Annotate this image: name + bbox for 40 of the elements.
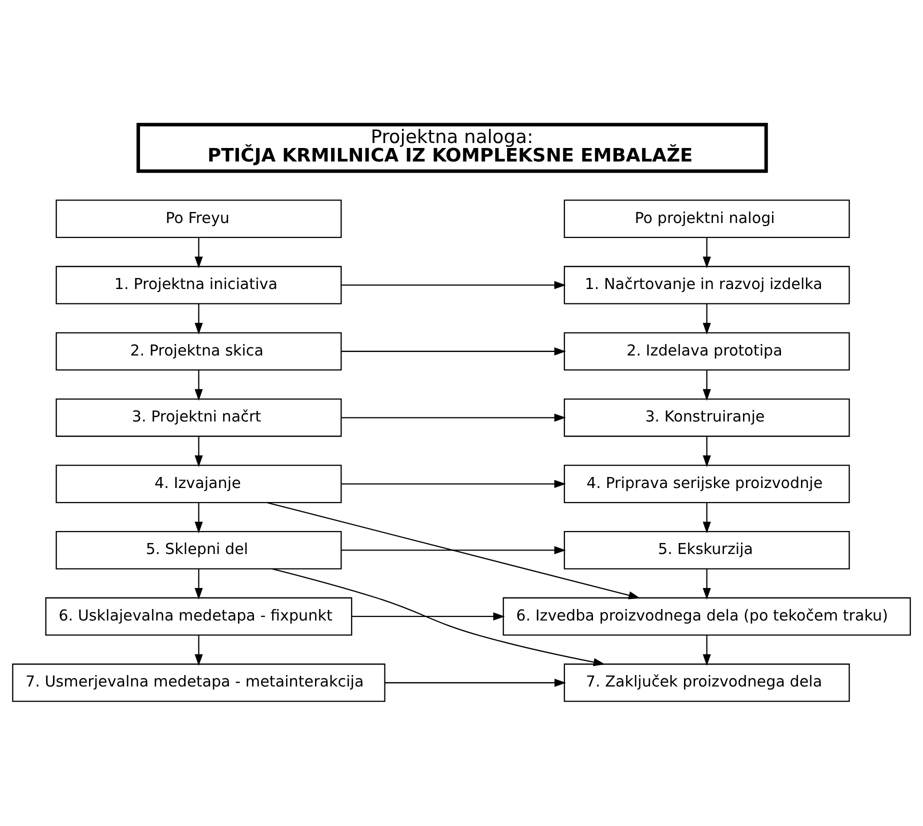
node-box: 5. Ekskurzija	[564, 531, 850, 570]
node-box: 6. Usklajevalna medetapa - fixpunkt	[45, 597, 352, 636]
node-box: 2. Izdelava prototipa	[564, 332, 850, 371]
node-box: 6. Izvedba proizvodnega dela (po tekočem traku)	[502, 597, 911, 636]
node-box: Projektna naloga: PTIČJA KRMILNICA IZ KOMPLEKSNE EMBALAŽE	[136, 122, 768, 173]
arrow	[342, 546, 566, 554]
node-box: 3. Konstruiranje	[564, 398, 850, 437]
arrow	[194, 370, 203, 401]
node-box: 3. Projektni načrt	[56, 398, 342, 437]
arrow	[194, 237, 203, 268]
node-box: Po Freyu	[56, 200, 342, 238]
arrow	[194, 436, 203, 468]
node-box: 2. Projektna skica	[56, 332, 342, 371]
arrow	[194, 502, 203, 534]
node-box: 4. Priprava serijske proizvodnje	[564, 464, 850, 504]
arrow	[194, 304, 203, 335]
arrow	[267, 502, 640, 600]
arrow	[702, 237, 711, 268]
node-box: 1. Načrtovanje in razvoj izdelka	[564, 266, 850, 304]
arrow	[702, 370, 711, 401]
node-box: 1. Projektna iniciativa	[56, 266, 342, 304]
node-box: Po projektni nalogi	[564, 200, 850, 238]
arrow	[342, 414, 566, 422]
arrow	[702, 436, 711, 468]
node-box: 4. Izvajanje	[56, 464, 342, 504]
node-box: 7. Usmerjevalna medetapa - metainterakcija	[12, 664, 386, 702]
arrow	[272, 568, 606, 666]
node-box: 7. Zaključek proizvodnega dela	[564, 664, 850, 702]
arrow	[384, 678, 566, 687]
arrow	[352, 612, 505, 621]
arrow	[702, 304, 711, 335]
arrow	[194, 635, 203, 666]
arrow	[342, 281, 566, 290]
node-box: 5. Sklepni del	[56, 531, 342, 570]
arrow	[702, 568, 711, 600]
arrow	[342, 347, 566, 356]
arrow	[702, 502, 711, 534]
arrow	[342, 480, 566, 488]
arrow	[702, 635, 711, 666]
arrow	[194, 568, 203, 600]
